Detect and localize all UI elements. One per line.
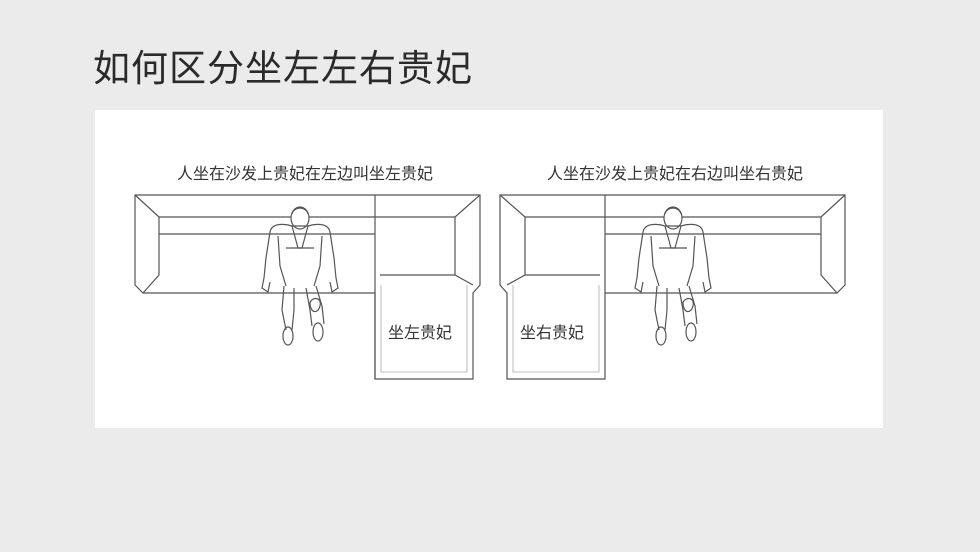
diagram-panel: 人坐在沙发上贵妃在左边叫坐左贵妃 人坐在沙发上贵妃在右边叫坐右贵妃 坐左贵妃 坐… [95,110,883,428]
right-chaise-label: 坐右贵妃 [520,323,585,342]
right-caption: 人坐在沙发上贵妃在右边叫坐右贵妃 [546,164,804,183]
left-chaise-label: 坐左贵妃 [388,323,453,342]
right-sofa-diagram [499,194,846,380]
left-sofa-diagram [134,194,481,380]
right-person [634,206,712,346]
page-title: 如何区分坐左左右贵妃 [93,47,473,90]
left-caption: 人坐在沙发上贵妃在左边叫坐左贵妃 [176,164,434,183]
sofa-diagrams [134,194,846,380]
left-person [261,206,339,346]
